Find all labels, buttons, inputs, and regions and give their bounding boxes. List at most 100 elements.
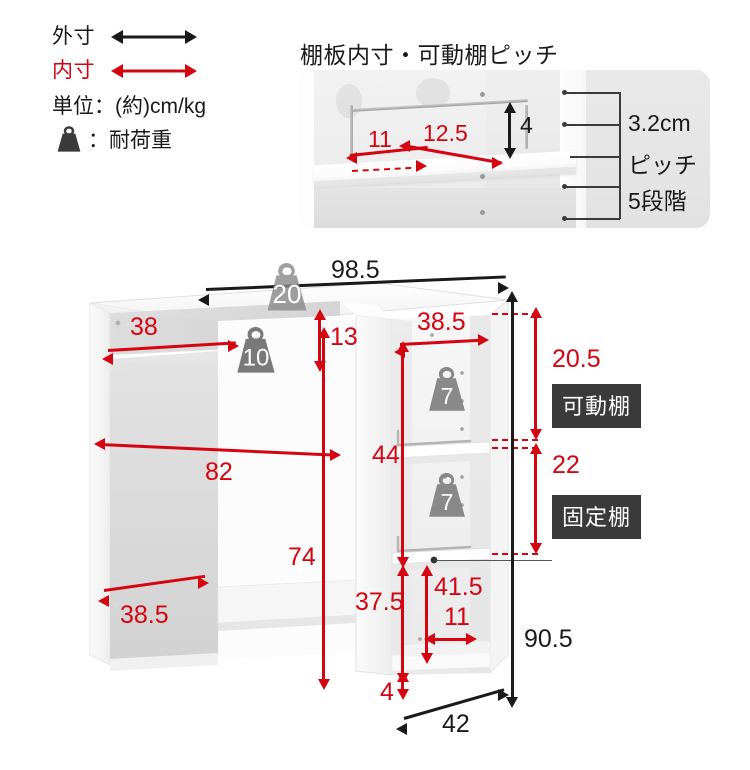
dim-38-label: 38: [130, 313, 158, 341]
dim-38_5-cab-arrow-left: [394, 346, 405, 358]
dim-42-arrow-right: [498, 689, 509, 701]
pitch-tick-line: [566, 124, 620, 126]
weight-badge-7-upper: 7: [420, 365, 474, 418]
inset-title: 棚板内寸・可動棚ピッチ: [300, 42, 559, 68]
dim-37_5-arrow-up: [397, 565, 409, 576]
dim-11-line: [430, 638, 472, 641]
dim-11-arrow-left: [424, 633, 435, 645]
badge-adjustable-shelf: 可動棚: [552, 384, 642, 428]
dim-38-arrow-left: [102, 353, 113, 365]
weight-badge-7-upper-text: 7: [441, 383, 454, 409]
fixed-shelf-leader-line: [436, 560, 552, 561]
weight-badge-10-text: 10: [243, 344, 270, 371]
dim-37_5-label: 37.5: [355, 588, 404, 616]
pitch-value-label: 3.2cm: [628, 110, 691, 136]
dim-82-arrow-right: [330, 449, 341, 461]
dim-82-label: 82: [205, 458, 233, 486]
peg-hole: [480, 210, 485, 215]
dim-44-arrow-down: [397, 557, 409, 568]
weight-badge-20: 20: [258, 261, 316, 318]
dim-20_5-line: [534, 315, 537, 433]
dim-13-arrow-up: [314, 309, 326, 320]
inset-dim-12_5-label: 12.5: [423, 120, 468, 146]
dim-13-line: [318, 319, 321, 363]
dim-4-arrow-down: [397, 689, 409, 700]
pitch-steps-label: 5段階: [628, 188, 687, 214]
inset-dim-11-arrow-right: [416, 160, 427, 172]
pitch-tick-dot: [562, 184, 567, 189]
dim-4-label: 4: [380, 678, 394, 706]
dim-44-label: 44: [372, 441, 400, 469]
dim-74-line: [322, 337, 325, 681]
photo-right-wall: [586, 70, 710, 228]
inset-dim-11-arrow-left: [346, 152, 357, 164]
dim-20_5-label: 20.5: [552, 345, 601, 373]
dim-38_5-left-arrow-right: [198, 577, 209, 589]
badge-fixed-shelf: 固定棚: [552, 495, 642, 539]
dim-90_5-label: 90.5: [524, 625, 573, 653]
dim-22-guide-top: [492, 447, 538, 449]
peg-hole: [480, 174, 485, 179]
dim-13-arrow-down: [314, 361, 326, 372]
pitch-tick-dot: [562, 122, 567, 127]
dim-11-guide: [425, 607, 427, 639]
legend-exterior-label: 外寸: [52, 25, 95, 48]
double-arrow-black-icon: [111, 29, 197, 44]
photo-lower-compartment: [314, 188, 576, 228]
dim-41_5-arrow-down: [421, 653, 433, 664]
dim-90_5-arrow-down: [506, 697, 518, 708]
dim-22-label: 22: [552, 451, 580, 479]
dim-22-guide-bottom: [492, 553, 538, 555]
shelf-pitch-photo-panel: 11 12.5 4 3.2cm ピッチ 5段階: [298, 70, 710, 228]
dim-41_5-arrow-up: [421, 565, 433, 576]
dim-width-total-arrow-right: [498, 282, 509, 294]
inset-dim-12_5-arrow-right: [492, 157, 503, 169]
dim-38_5-cab-label: 38.5: [417, 308, 466, 336]
dim-42-label: 42: [442, 710, 470, 738]
inset-dim-4-label: 4: [520, 112, 533, 138]
dim-44-arrow-up: [397, 341, 409, 352]
dim-22-arrow-down: [530, 543, 542, 554]
dim-38_5-cab-arrow-right: [478, 334, 489, 346]
weight-badge-10: 10: [228, 325, 284, 380]
weight-badge-7-lower: 7: [420, 471, 474, 524]
dim-11-label: 11: [444, 603, 470, 631]
weight-icon: [52, 125, 86, 153]
dim-37_5-line: [401, 573, 404, 679]
pitch-tick-line: [566, 92, 620, 94]
dim-38_5-left-arrow-left: [98, 595, 109, 607]
dim-20_5-guide-top: [492, 313, 538, 315]
pitch-tick-line: [566, 218, 620, 220]
dim-38_5-left-label: 38.5: [120, 601, 169, 629]
dim-4-line: [401, 679, 404, 695]
dim-44-line: [401, 351, 404, 559]
dim-74-arrow-up: [318, 327, 330, 338]
pitch-tick-dot: [562, 90, 567, 95]
pitch-tick-line: [566, 186, 620, 188]
legend-unit-label: 単位：(約)cm/kg: [52, 95, 206, 118]
legend-load-label: ：耐荷重: [88, 129, 172, 152]
dim-22-line: [534, 451, 537, 549]
photo-reflection-a: [336, 84, 362, 118]
dim-11-arrow-right: [466, 633, 477, 645]
inset-dim-11-label: 11: [368, 126, 392, 152]
wire-rail: [350, 99, 528, 164]
dim-4-arrow-up: [397, 671, 409, 682]
dim-13-label: 13: [330, 323, 358, 351]
legend-row-exterior: 外寸: [52, 26, 197, 47]
dim-41_5-label: 41.5: [434, 573, 483, 601]
furniture-diagram: 98.5 20 38 10 13 82: [0, 255, 750, 745]
double-arrow-red-icon: [111, 63, 197, 78]
dim-width-total-arrow-left: [198, 294, 209, 306]
dim-20_5-arrow-down: [530, 429, 542, 440]
inset-dim-4-arrow-down: [504, 148, 516, 159]
photo-left-wall: [298, 70, 314, 228]
dim-82-arrow-left: [94, 438, 105, 450]
dim-90_5-line: [511, 301, 514, 699]
legend-interior-label: 内寸: [52, 59, 95, 82]
inset-dim-4-arrow-up: [504, 102, 516, 113]
dim-74-label: 74: [288, 543, 316, 571]
weight-badge-7-lower-text: 7: [441, 489, 454, 515]
dim-20_5-arrow-up: [530, 307, 542, 318]
dim-22-arrow-up: [530, 443, 542, 454]
